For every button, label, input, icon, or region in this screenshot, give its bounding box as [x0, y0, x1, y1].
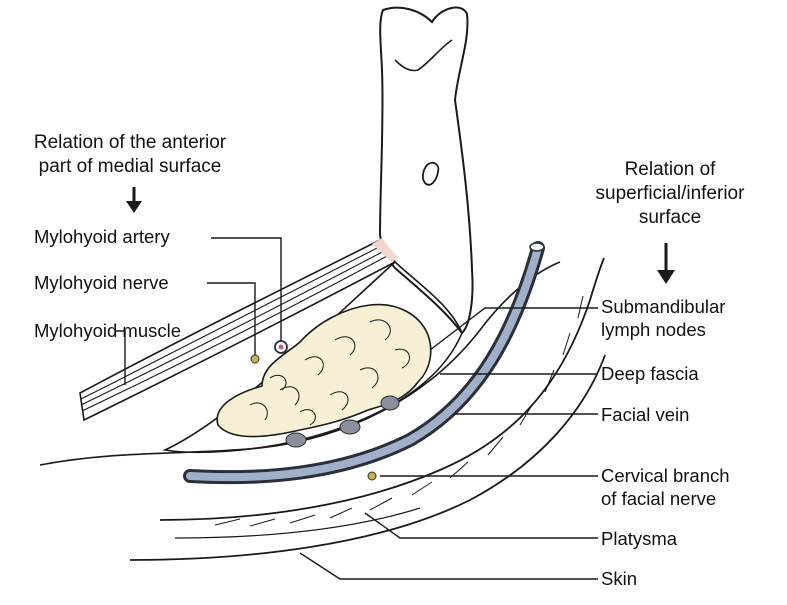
down-arrow-icon	[657, 243, 675, 284]
label-submandibular-lymph-nodes: Submandibular lymph nodes	[601, 295, 725, 341]
lymph-node	[285, 432, 307, 448]
mylohyoid-nerve-marker	[250, 354, 260, 364]
leader-lines	[116, 237, 598, 580]
skin-inner-line	[174, 507, 421, 539]
leader-submandibular	[429, 307, 598, 351]
lymph-nodes	[285, 395, 400, 448]
label-cervical-line-2: of facial nerve	[601, 488, 717, 510]
leader-mylohyoid-artery	[211, 237, 282, 341]
label-mylohyoid-artery: Mylohyoid artery	[34, 226, 170, 247]
label-cervical-line-1: Cervical branch	[601, 465, 730, 486]
tooth-root-line	[394, 39, 453, 72]
label-cervical-branch: Cervical branch of facial nerve	[601, 464, 730, 510]
label-mylohyoid-muscle: Mylohyoid muscle	[34, 320, 182, 341]
facial-vein-end	[529, 242, 545, 252]
right-heading: Relation of superficial/inferior surface	[570, 158, 770, 229]
mental-foramen	[421, 161, 440, 186]
mylohyoid-fibres	[80, 244, 390, 412]
label-platysma: Platysma	[601, 528, 678, 549]
left-heading-line-1: Relation of the anterior	[33, 132, 227, 153]
label-mylohyoid-nerve: Mylohyoid nerve	[34, 272, 169, 293]
left-heading: Relation of the anterior part of medial …	[12, 131, 248, 179]
lymph-node	[380, 395, 400, 411]
submandibular-gland	[216, 303, 432, 438]
gland-lobules	[249, 319, 410, 426]
muscle-pink-tint	[372, 238, 398, 262]
right-heading-line-1: Relation of	[624, 159, 716, 180]
leader-skin	[299, 552, 598, 580]
label-deep-fascia: Deep fascia	[601, 363, 699, 384]
right-heading-line-2: superficial/inferior	[595, 182, 745, 204]
label-submandibular-line-1: Submandibular	[601, 296, 726, 317]
artery-lumen	[278, 344, 284, 350]
lymph-node	[339, 419, 361, 435]
platysma-layer	[159, 257, 605, 521]
left-heading-line-2: part of medial surface	[38, 155, 222, 177]
label-submandibular-line-2: lymph nodes	[601, 319, 706, 341]
leader-platysma	[364, 512, 598, 539]
skin-layer	[129, 354, 606, 561]
right-heading-line-3: surface	[638, 206, 702, 228]
cervical-branch-marker	[367, 471, 377, 481]
label-skin: Skin	[601, 568, 637, 589]
down-arrow-icon	[126, 187, 142, 213]
facial-vein-inner	[186, 244, 542, 482]
leader-mylohyoid-muscle	[116, 330, 126, 385]
label-facial-vein: Facial vein	[601, 404, 690, 425]
leader-mylohyoid-nerve	[207, 282, 256, 355]
